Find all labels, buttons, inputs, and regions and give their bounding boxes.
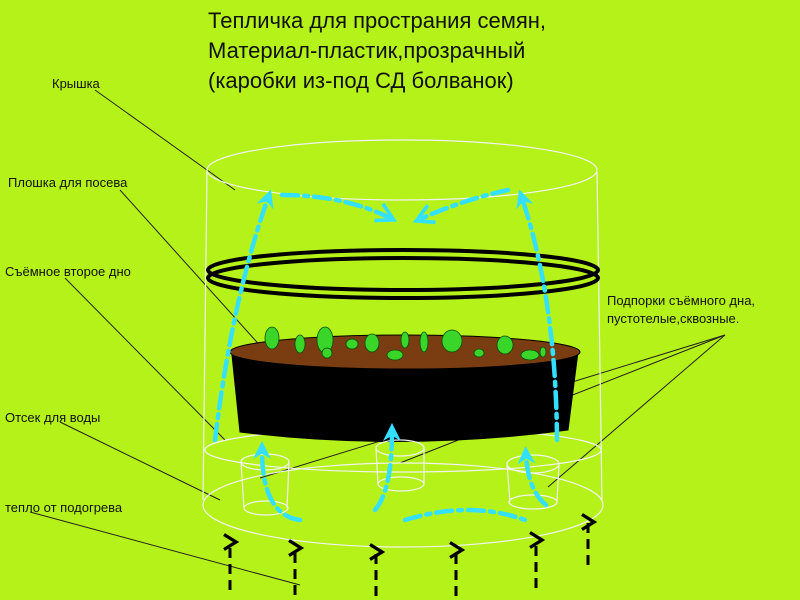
diagram-title: Тепличка для пространия семян, Материал-… xyxy=(208,6,546,96)
heat-arrows xyxy=(230,522,588,596)
sprout xyxy=(441,329,463,353)
sprout xyxy=(386,349,404,361)
sprout xyxy=(473,348,485,358)
air-flow xyxy=(212,187,560,523)
sprout xyxy=(520,349,540,361)
leader-heat xyxy=(29,511,301,586)
airflow-left-rising xyxy=(212,189,274,443)
airflow-right-top xyxy=(418,187,511,220)
container-left-wall xyxy=(202,171,208,501)
label-removable-bottom: Съёмное второе дно xyxy=(5,264,131,279)
title-line-2: Материал-пластик,прозрачный xyxy=(208,38,526,63)
airflow-left-top xyxy=(279,192,392,219)
support-left-walls xyxy=(240,461,290,509)
airflow-support-middle xyxy=(372,423,401,513)
airflow-support-left xyxy=(253,441,303,523)
lid-ring xyxy=(206,248,600,300)
sprout xyxy=(400,331,410,349)
sprout xyxy=(321,347,333,359)
sprout xyxy=(364,333,380,353)
leader-lid xyxy=(94,89,236,191)
label-heat: тепло от подогрева xyxy=(5,500,123,515)
sprout xyxy=(419,331,429,353)
label-supports-line-1: Подпорки съёмного дна, xyxy=(607,293,756,308)
airflow-support-right xyxy=(517,446,549,508)
support-right-bottom xyxy=(508,494,558,510)
supports xyxy=(240,439,560,516)
ring-outer xyxy=(206,248,600,292)
support-middle-bottom xyxy=(377,476,425,492)
support-left-bottom xyxy=(243,500,289,516)
leader-support-right xyxy=(547,334,726,488)
base-ellipse xyxy=(202,462,604,548)
sprouts xyxy=(264,326,547,361)
sprout xyxy=(539,346,547,358)
support-right-walls xyxy=(506,463,560,503)
leader-water-compartment xyxy=(59,421,221,501)
sprout xyxy=(496,335,514,355)
label-lid: Крышка xyxy=(52,76,100,91)
label-seed-tray: Плошка для посева xyxy=(8,175,128,190)
title-line-3: (каробки из-под СД болванок) xyxy=(208,68,514,93)
ring-inner xyxy=(206,256,600,300)
title-line-1: Тепличка для пространия семян, xyxy=(208,8,547,33)
lid-top-ellipse xyxy=(206,139,598,201)
airflow-bottom-right xyxy=(402,507,528,523)
sprout xyxy=(294,334,306,354)
support-middle-walls xyxy=(375,447,425,485)
container-right-wall xyxy=(596,171,603,501)
airflow-right-rising xyxy=(516,189,560,443)
sprout xyxy=(345,338,359,350)
label-water-compartment: Отсек для воды xyxy=(5,410,101,425)
leader-removable-bottom xyxy=(64,277,226,441)
label-supports-line-2: пустотелые,сквозные. xyxy=(607,311,740,326)
support-middle-top xyxy=(375,439,425,457)
sprout xyxy=(264,326,280,350)
